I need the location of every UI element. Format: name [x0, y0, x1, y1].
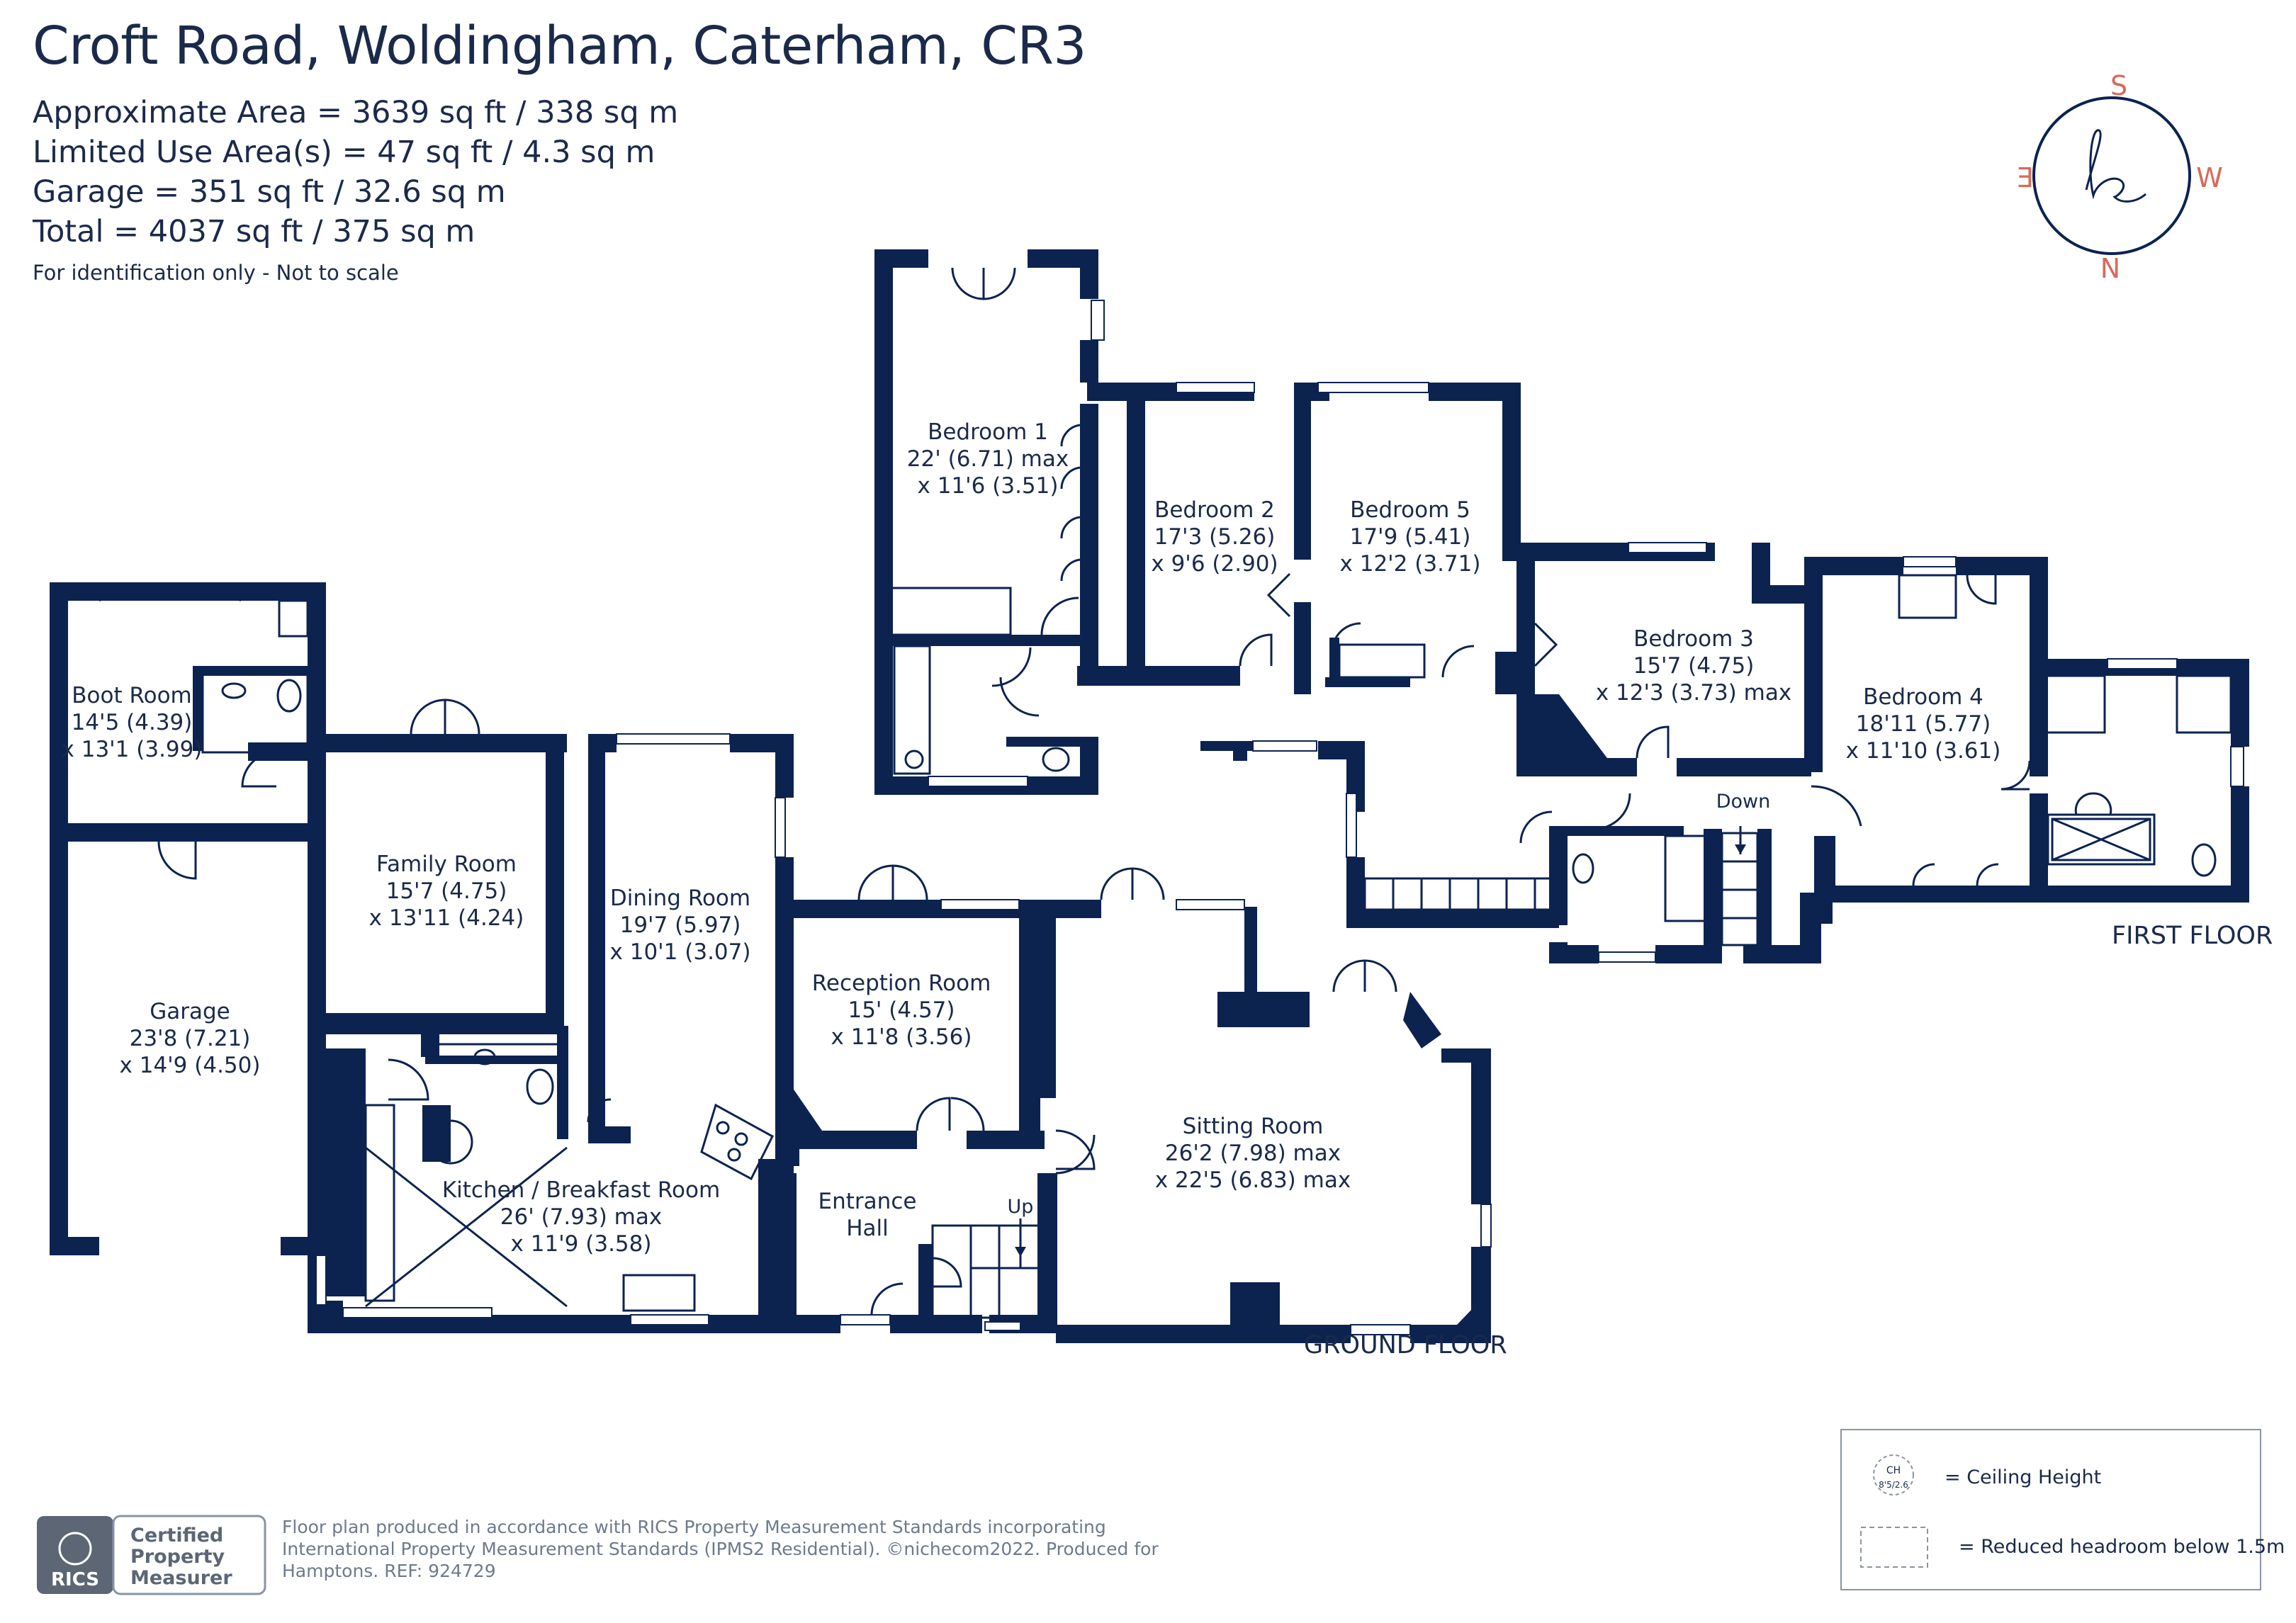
legend-box: CH 8'5/2.6 = Ceiling Height = Reduced he…	[1840, 1429, 2285, 1590]
bedroom-4-dim1: 18'11 (5.77)	[1856, 711, 1991, 737]
disclaimer-note: For identification only - Not to scale	[33, 261, 399, 285]
garage-area: Garage = 351 sq ft / 32.6 sq m	[33, 174, 506, 210]
first-floor-label: FIRST FLOOR	[2112, 922, 2273, 950]
sitting-room-dim2: x 22'5 (6.83) max	[1155, 1167, 1351, 1193]
total-area: Total = 4037 sq ft / 375 sq m	[33, 214, 475, 249]
bedroom-1-dim2: x 11'6 (3.51)	[918, 473, 1059, 499]
family-room-dim2: x 13'11 (4.24)	[369, 905, 524, 931]
reduced-headroom-icon	[1860, 1527, 1928, 1568]
garage-dim2: x 14'9 (4.50)	[120, 1053, 261, 1078]
badge-line-2: Property	[130, 1546, 225, 1568]
footer-statement: Floor plan produced in accordance with R…	[282, 1516, 1159, 1582]
garage-name: Garage	[150, 999, 230, 1024]
rics-lion-icon	[58, 1532, 92, 1566]
compass-west: W	[2196, 162, 2223, 193]
ground-floor-label: GROUND FLOOR	[1304, 1331, 1507, 1359]
compass-north: N	[2100, 253, 2120, 284]
compass-east: E	[2017, 162, 2034, 193]
bedroom-1-dim1: 22' (6.71) max	[907, 446, 1069, 472]
bedroom-2-name: Bedroom 2	[1154, 497, 1275, 523]
ceiling-height-sample: 8'5/2.6	[1879, 1480, 1908, 1490]
kitchen-name: Kitchen / Breakfast Room	[442, 1177, 720, 1203]
approximate-area: Approximate Area = 3639 sq ft / 338 sq m	[33, 95, 679, 130]
page-title: Croft Road, Woldingham, Caterham, CR3	[33, 16, 1086, 77]
boot-room-dim1: 14'5 (4.39)	[72, 710, 193, 735]
boot-room-dim2: x 13'1 (3.99)	[62, 737, 203, 762]
reception-room-name: Reception Room	[812, 971, 991, 996]
ceiling-height-icon	[1873, 1454, 1914, 1495]
dining-room-dim2: x 10'1 (3.07)	[610, 939, 751, 965]
reception-room-dim1: 15' (4.57)	[848, 997, 955, 1023]
dining-room-name: Dining Room	[610, 886, 750, 911]
bedroom-4-dim2: x 11'10 (3.61)	[1846, 738, 2001, 764]
rics-org: RICS	[51, 1569, 99, 1590]
stairs-down-label: Down	[1716, 791, 1771, 813]
badge-line-1: Certified	[130, 1525, 223, 1546]
bedroom-4-name: Bedroom 4	[1863, 684, 1983, 710]
dining-room-dim1: 19'7 (5.97)	[620, 912, 741, 938]
kitchen-dim2: x 11'9 (3.58)	[511, 1231, 652, 1257]
sitting-room-name: Sitting Room	[1183, 1114, 1324, 1139]
bedroom-5-dim1: 17'9 (5.41)	[1350, 524, 1471, 550]
brand-monogram-icon	[2085, 129, 2146, 203]
compass-ring	[2032, 96, 2191, 255]
sitting-room-dim1: 26'2 (7.98) max	[1165, 1141, 1341, 1166]
bedroom-2-dim2: x 9'6 (2.90)	[1151, 551, 1278, 577]
stair-arrows	[1015, 844, 1746, 1257]
bedroom-1-name: Bedroom 1	[928, 419, 1048, 445]
walls	[50, 249, 2249, 1343]
garage-dim1: 23'8 (7.21)	[130, 1026, 251, 1051]
bedroom-3-dim2: x 12'3 (3.73) max	[1596, 680, 1791, 706]
entrance-hall-name-2: Hall	[846, 1216, 889, 1241]
bedroom-3-name: Bedroom 3	[1633, 626, 1754, 652]
ceiling-height-abbr: CH	[1886, 1465, 1901, 1476]
boot-room-name: Boot Room	[72, 683, 192, 708]
bedroom-5-name: Bedroom 5	[1350, 497, 1470, 523]
stairs-up-label: Up	[1008, 1196, 1034, 1218]
windows	[315, 300, 2244, 1335]
room-labels: Boot Room 14'5 (4.39) x 13'1 (3.99) Gara…	[62, 419, 2273, 1359]
limited-use-area: Limited Use Area(s) = 47 sq ft / 4.3 sq …	[33, 135, 655, 170]
rics-badge: RICS Certified Property Measurer	[37, 1515, 266, 1595]
reduced-headroom-key: = Reduced headroom below 1.5m	[1959, 1536, 2285, 1558]
footer-line-1: Floor plan produced in accordance with R…	[282, 1517, 1106, 1537]
footer-line-2: International Property Measurement Stand…	[282, 1539, 1159, 1559]
bedroom-5-dim2: x 12'2 (3.71)	[1340, 551, 1481, 577]
entrance-hall-name-1: Entrance	[818, 1189, 917, 1214]
kitchen-dim1: 26' (7.93) max	[500, 1204, 662, 1230]
compass-south: S	[2110, 70, 2127, 101]
fixtures	[99, 267, 2232, 1319]
bedroom-3-dim1: 15'7 (4.75)	[1633, 653, 1755, 679]
family-room-name: Family Room	[376, 852, 517, 877]
footer-line-3: Hamptons. REF: 924729	[282, 1561, 496, 1581]
bedroom-2-dim1: 17'3 (5.26)	[1154, 524, 1276, 550]
family-room-dim1: 15'7 (4.75)	[386, 878, 507, 904]
compass: S N W E	[2017, 70, 2223, 284]
ceiling-height-key: = Ceiling Height	[1945, 1466, 2101, 1488]
badge-line-3: Measurer	[130, 1567, 232, 1589]
reception-room-dim2: x 11'8 (3.56)	[831, 1024, 972, 1050]
